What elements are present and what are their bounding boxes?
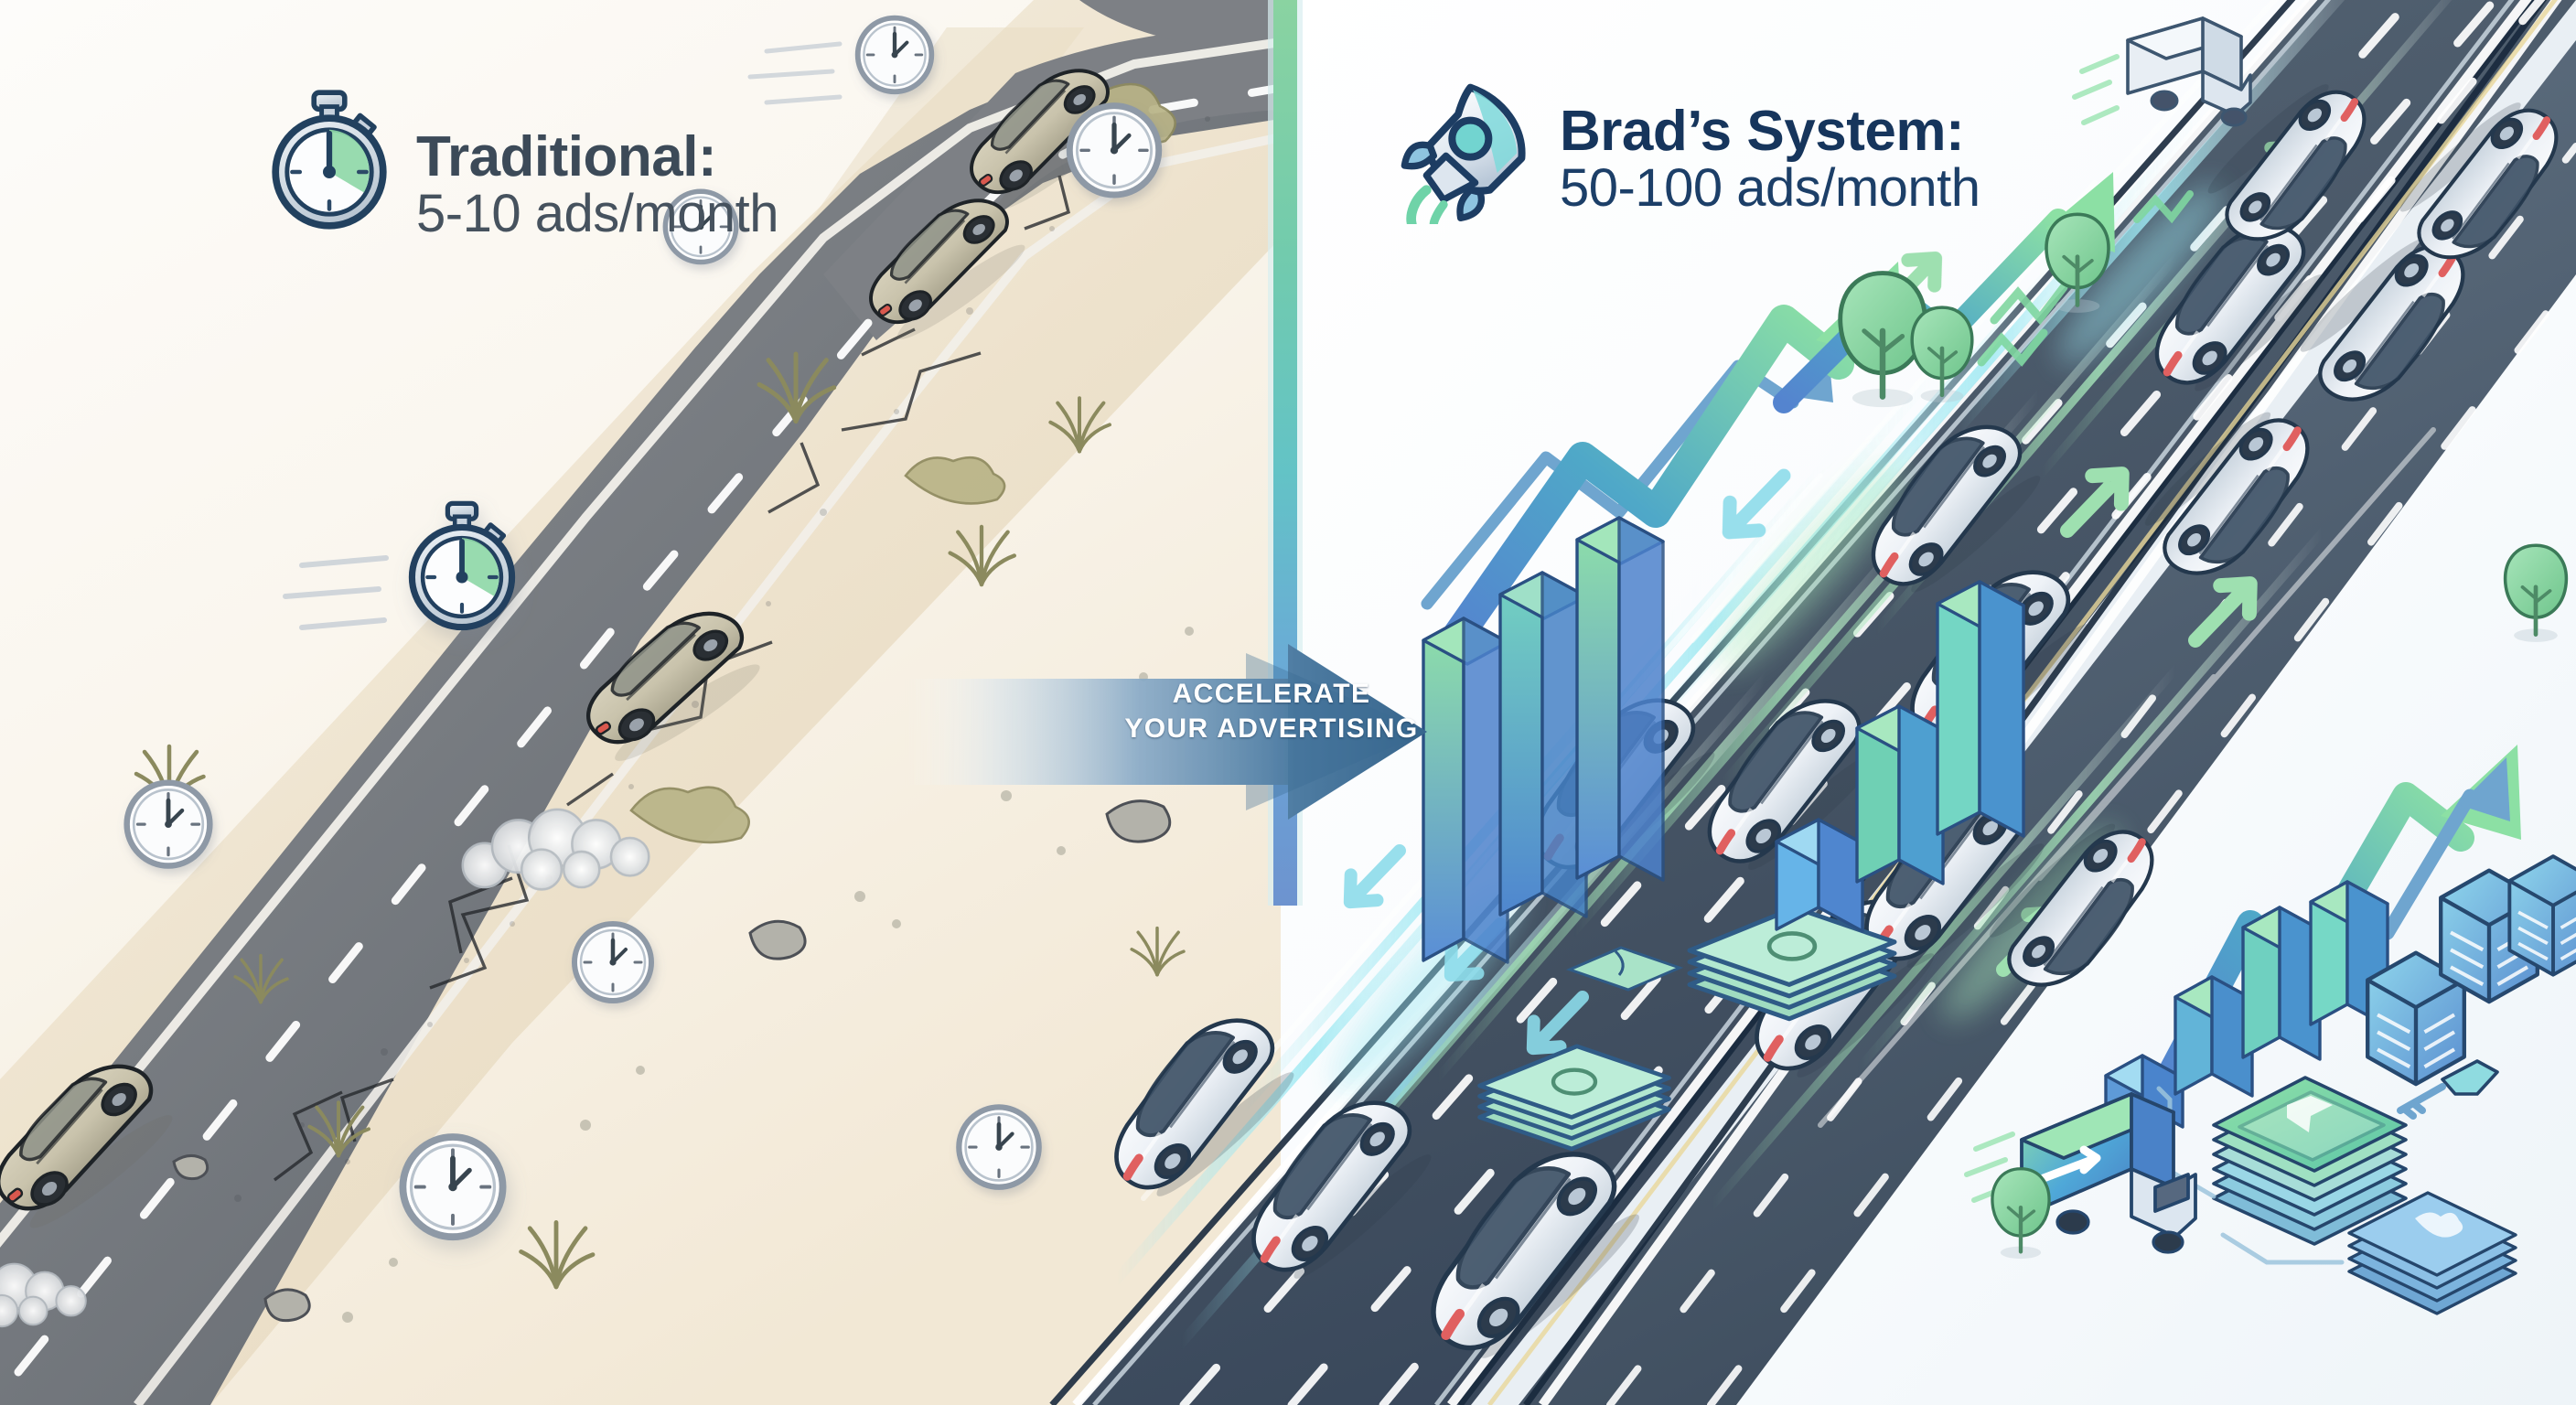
floating-clocks <box>127 18 1326 1238</box>
divider-glow-right <box>1297 0 1303 906</box>
brads-title: Brad’s System: <box>1560 100 1965 163</box>
motion-ticks <box>2133 190 2194 224</box>
divider-glow-left <box>1268 0 1273 906</box>
accelerate-arrow-text: ACCELERATE YOUR ADVERTISING <box>1121 677 1422 747</box>
accelerate-arrow <box>904 644 1427 820</box>
app-glyph <box>2287 1096 2333 1132</box>
traditional-label-block: Traditional: 5-10 ads/month <box>416 125 779 244</box>
server-rack <box>2507 854 2576 977</box>
traditional-subtitle: 5-10 ads/month <box>416 184 779 244</box>
traditional-title: Traditional: <box>416 125 717 188</box>
stacked-tablets <box>2347 1191 2517 1315</box>
money-bill <box>1565 946 1684 992</box>
growth-visuals-upper <box>1421 172 2115 1149</box>
brain-glyph <box>2415 1212 2463 1238</box>
delivery-van <box>2072 16 2252 127</box>
rocket-icon <box>1400 78 1546 224</box>
bar-chart-isometric <box>1422 516 1665 964</box>
lane-dashes-far <box>1606 143 2576 1405</box>
brads-label-block: Brad’s System: 50-100 ads/month <box>1560 102 1980 218</box>
growth-visuals-lower <box>1964 545 2576 1315</box>
bar-chart-cubes <box>1775 580 2025 933</box>
arrow-text-line1: ACCELERATE <box>1172 679 1371 709</box>
arrow-text-line2: YOUR ADVERTISING <box>1124 713 1419 745</box>
brads-subtitle: 50-100 ads/month <box>1560 158 1980 219</box>
delivery-truck <box>1964 1092 2197 1254</box>
motion-ticks <box>1977 283 2068 367</box>
key-icon <box>2397 1059 2499 1120</box>
stopwatch-icon <box>265 87 393 231</box>
stacked-phones <box>2212 1076 2408 1246</box>
center-dashes <box>14 83 1285 1377</box>
